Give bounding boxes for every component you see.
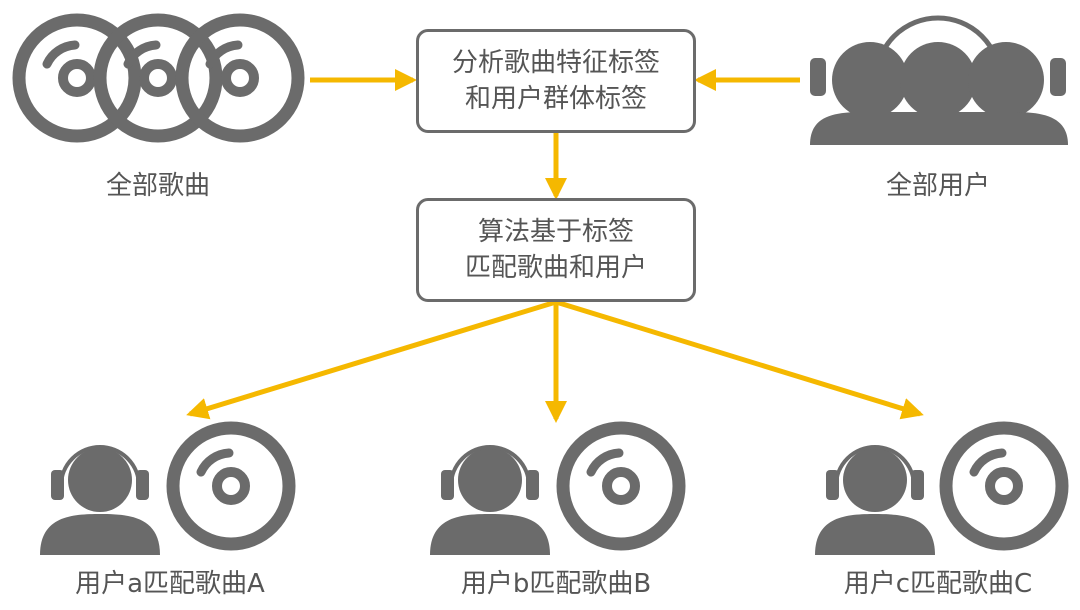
analyze-tags-box: 分析歌曲特征标签 和用户群体标签: [416, 29, 696, 133]
result-b-label: 用户b匹配歌曲B: [460, 569, 652, 599]
analyze-box-line2: 和用户群体标签: [464, 84, 647, 114]
result-c-icons: [813, 428, 1062, 557]
user-group-headphones-icon: [810, 15, 1068, 145]
result-c-label: 用户c匹配歌曲C: [843, 569, 1033, 599]
all-songs-label: 全部歌曲: [105, 171, 210, 201]
result-b-icons: [428, 428, 679, 557]
user-headphones-icon: [428, 445, 552, 557]
arrows: [186, 69, 924, 423]
match-box-line2: 匹配歌曲和用户: [464, 253, 647, 283]
disc-icon: [563, 428, 679, 544]
user-headphones-icon: [813, 445, 937, 557]
disc-icon: [182, 20, 298, 136]
disc-icon: [946, 428, 1062, 544]
three-discs-icon: [19, 20, 298, 136]
match-algorithm-box: 算法基于标签 匹配歌曲和用户: [416, 198, 696, 302]
disc-icon: [173, 428, 289, 544]
all-users-label: 全部用户: [885, 171, 990, 201]
result-a-icons: [38, 428, 289, 557]
arrow-match-to-result-c: [555, 299, 924, 420]
user-headphones-icon: [38, 445, 162, 557]
arrow-match-to-result-a: [186, 299, 557, 420]
result-a-label: 用户a匹配歌曲A: [75, 569, 265, 599]
match-box-line1: 算法基于标签: [477, 217, 634, 247]
analyze-box-line1: 分析歌曲特征标签: [451, 48, 660, 78]
